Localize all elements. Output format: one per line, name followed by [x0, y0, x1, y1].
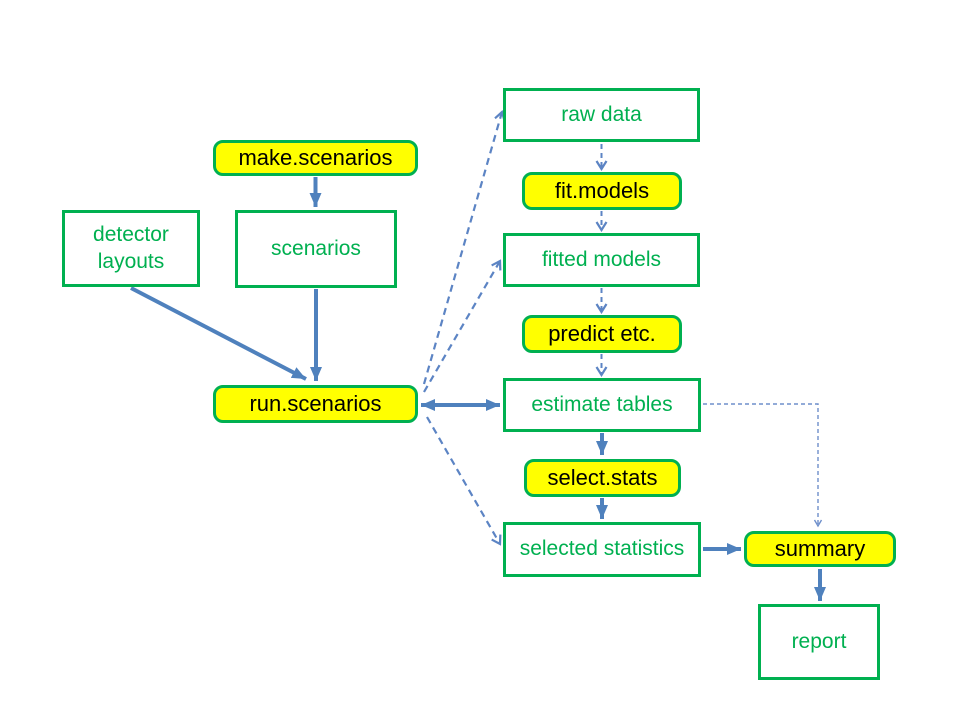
edge-run-scenarios-to-raw-data [422, 112, 502, 385]
node-summary: summary [744, 531, 896, 567]
edge-run-scenarios-to-selected-statistics [426, 416, 500, 544]
node-scenarios: scenarios [235, 210, 397, 288]
node-make-scenarios: make.scenarios [213, 140, 418, 176]
edge-estimate-tables-to-summary [703, 403, 823, 528]
node-select-stats: select.stats [524, 459, 681, 497]
node-detector-layouts: detector layouts [62, 210, 200, 287]
node-raw-data: raw data [503, 88, 700, 142]
edge-detector-layouts-to-run-scenarios [130, 286, 307, 381]
node-report: report [758, 604, 880, 680]
node-run-scenarios: run.scenarios [213, 385, 418, 423]
node-predict-etc: predict etc. [522, 315, 682, 353]
node-selected-statistics: selected statistics [503, 522, 701, 577]
node-fit-models: fit.models [522, 172, 682, 210]
node-estimate-tables: estimate tables [503, 378, 701, 432]
node-fitted-models: fitted models [503, 233, 700, 287]
edge-run-scenarios-to-fitted-models [423, 261, 500, 393]
